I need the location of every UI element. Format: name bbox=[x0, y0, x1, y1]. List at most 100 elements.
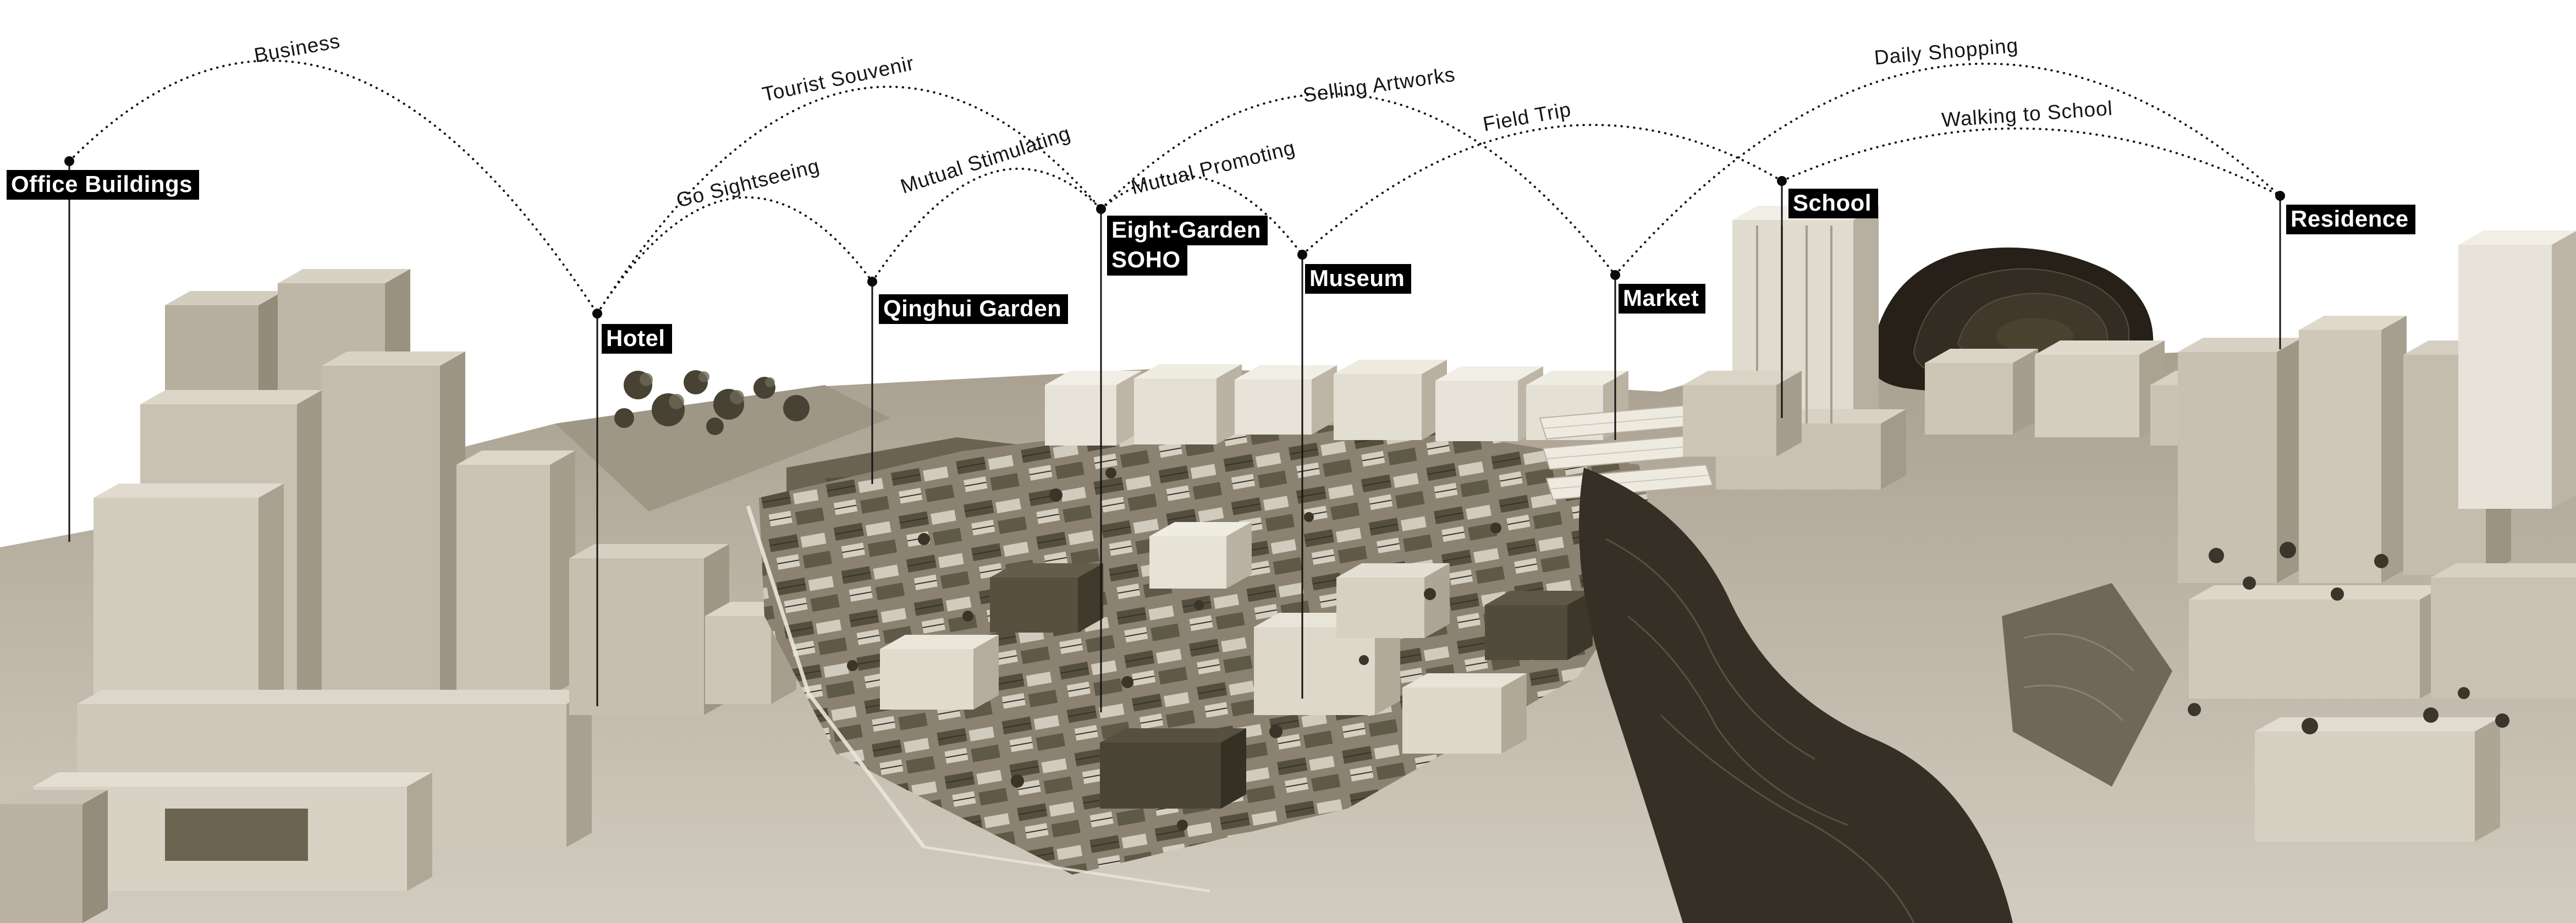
model-building-face bbox=[2458, 245, 2552, 509]
model-building-face bbox=[566, 690, 592, 847]
model-building-face bbox=[1853, 206, 1879, 429]
model-hotel-building bbox=[569, 544, 796, 715]
model-building-face bbox=[0, 790, 108, 804]
model-sunken-court bbox=[165, 809, 308, 861]
model-building-face bbox=[1925, 349, 2038, 363]
relation-label-field-trip: Field Trip bbox=[1481, 98, 1573, 136]
model-building-face bbox=[1149, 522, 1252, 536]
model-building-face bbox=[0, 804, 82, 923]
model-right-cluster bbox=[2178, 230, 2576, 842]
model-building-face bbox=[1312, 365, 1337, 435]
model-building-face bbox=[990, 578, 1078, 633]
model-building-face bbox=[2255, 732, 2475, 842]
model-building-face bbox=[2431, 563, 2576, 578]
model-building-face bbox=[2475, 717, 2500, 842]
relation-label-mutual-promoting: Mutual Promoting bbox=[1129, 136, 1298, 199]
model-building-face bbox=[1683, 385, 1776, 457]
model-building-face bbox=[2035, 355, 2139, 437]
model-building-face bbox=[1334, 374, 1422, 440]
model-building-face bbox=[1254, 627, 1375, 715]
model-building-face bbox=[322, 366, 440, 718]
model-building-face bbox=[1134, 364, 1242, 378]
relation-label-mutual-stimulating: Mutual Stimulating bbox=[898, 122, 1073, 198]
model-building-face bbox=[407, 772, 432, 891]
model-building-face bbox=[456, 450, 575, 465]
model-building-face bbox=[2189, 585, 2445, 600]
model-building-face bbox=[2277, 338, 2302, 583]
relation-arc-go-sightseeing bbox=[596, 196, 873, 315]
model-building-face bbox=[2458, 230, 2576, 245]
model-trees-right bbox=[2188, 542, 2509, 734]
node-dot-museum bbox=[1297, 250, 1307, 260]
model-building-face bbox=[1221, 728, 1246, 809]
model-building-face bbox=[322, 351, 465, 366]
model-trees-hotel-highlight bbox=[640, 371, 775, 409]
model-building-face bbox=[1336, 563, 1450, 578]
node-dot-office-buildings bbox=[64, 156, 74, 166]
model-trees-oldtown bbox=[847, 468, 1501, 831]
model-oldtown-wall-south bbox=[923, 845, 1210, 893]
model-building-face bbox=[2299, 316, 2407, 330]
relation-arc-mutual-promoting bbox=[1100, 174, 1303, 256]
relation-arc-selling-artworks bbox=[1100, 92, 1616, 276]
node-dot-school bbox=[1777, 176, 1787, 186]
model-building-face bbox=[990, 563, 1103, 578]
node-dot-market bbox=[1610, 270, 1620, 280]
model-building-face bbox=[2431, 578, 2576, 699]
model-building-face bbox=[550, 450, 575, 696]
model-oldtown-blocks bbox=[880, 522, 1593, 809]
model-building-face bbox=[569, 544, 729, 558]
model-building-face bbox=[1683, 371, 1802, 385]
model-building-face bbox=[2189, 600, 2420, 699]
model-building-face bbox=[1485, 591, 1593, 605]
model-building-face bbox=[1501, 673, 1527, 754]
model-building-face bbox=[1526, 371, 1628, 385]
model-museum-blocks bbox=[1254, 563, 1450, 715]
model-building-face bbox=[1881, 409, 1906, 490]
node-dot-residence bbox=[2275, 191, 2285, 201]
relation-arc-field-trip bbox=[1301, 124, 1783, 256]
model-building-face bbox=[278, 269, 410, 283]
model-building-face bbox=[705, 616, 771, 704]
model-building-face bbox=[1334, 360, 1447, 374]
model-building-face bbox=[165, 291, 284, 305]
model-building-face bbox=[2299, 330, 2381, 583]
model-building-face bbox=[880, 635, 999, 649]
model-building-face bbox=[1045, 385, 1116, 446]
model-building-face bbox=[2178, 338, 2302, 352]
node-dot-qinghui-garden bbox=[867, 277, 877, 287]
relation-label-selling-artworks: Selling Artworks bbox=[1302, 63, 1457, 106]
model-building-face bbox=[1424, 563, 1450, 638]
node-dot-hotel bbox=[592, 309, 602, 318]
relation-label-walking-to-school: Walking to School bbox=[1941, 97, 2113, 131]
model-oldtown-wall bbox=[746, 505, 926, 849]
model-building-face bbox=[1100, 743, 1221, 809]
model-left-towers bbox=[0, 269, 592, 923]
model-hotel-slope bbox=[555, 385, 891, 512]
model-building-face bbox=[1435, 381, 1518, 441]
relation-label-business: Business bbox=[252, 30, 342, 67]
relation-arc-walking-to-school bbox=[1781, 127, 2281, 197]
model-building-face bbox=[1402, 688, 1501, 754]
model-building-face bbox=[1485, 605, 1567, 660]
model-building-face bbox=[1375, 613, 1400, 715]
relation-arc-business bbox=[68, 59, 598, 315]
relation-label-daily-shopping: Daily Shopping bbox=[1873, 34, 2019, 69]
model-building-face bbox=[1226, 522, 1252, 589]
relation-arc-mutual-stimulating bbox=[871, 167, 1102, 283]
model-building-face bbox=[1235, 365, 1337, 380]
model-building-face bbox=[2381, 316, 2407, 583]
model-building-face bbox=[973, 635, 999, 710]
model-building-face bbox=[33, 772, 432, 787]
model-building-face bbox=[1078, 563, 1103, 633]
relation-arc-daily-shopping bbox=[1614, 62, 2281, 276]
model-building-face bbox=[2178, 352, 2277, 583]
model-building-face bbox=[1235, 380, 1312, 435]
model-building-face bbox=[1134, 378, 1217, 444]
model-building-face bbox=[880, 649, 973, 710]
model-building-face bbox=[140, 390, 322, 404]
model-building-face bbox=[1435, 366, 1543, 381]
relation-label-go-sightseeing: Go Sightseeing bbox=[674, 155, 822, 212]
